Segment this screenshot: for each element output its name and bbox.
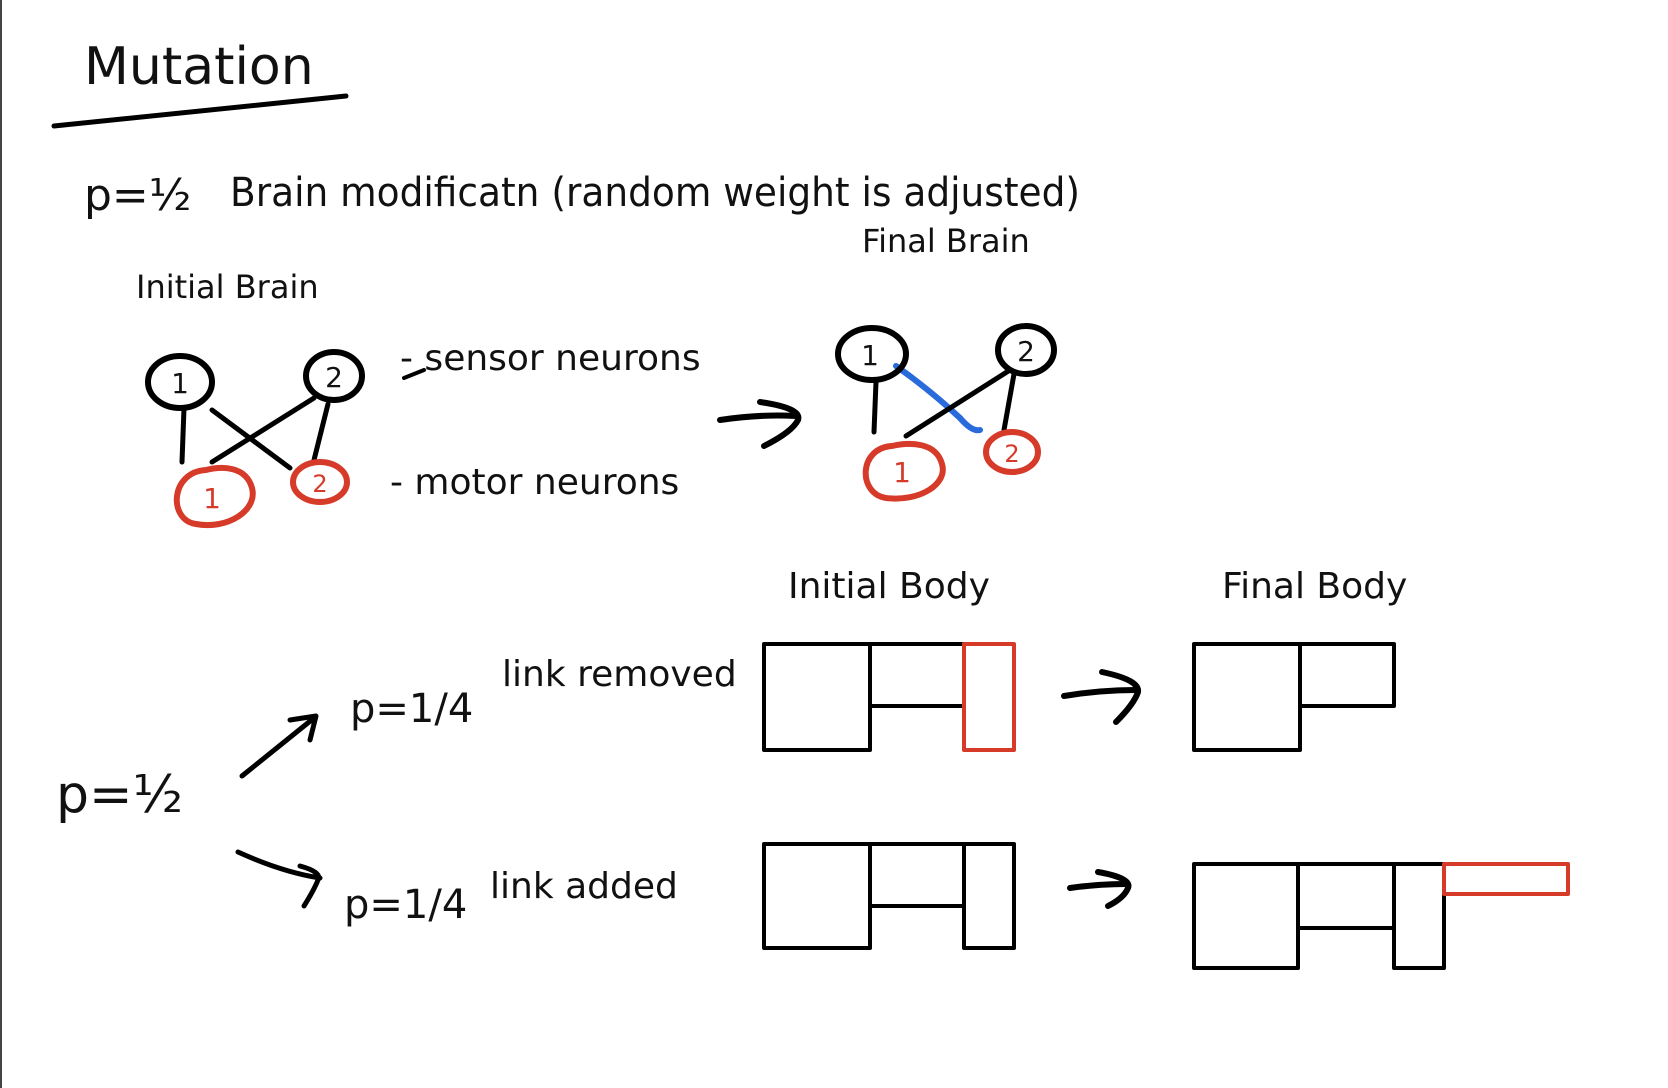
motor-neuron-2: 2 bbox=[290, 459, 350, 505]
final-body2-link-large bbox=[1192, 862, 1300, 970]
brain-transition-arrow bbox=[717, 399, 802, 449]
branch-added-probability: p=1/4 bbox=[344, 882, 467, 928]
body2-link-small bbox=[962, 842, 1016, 950]
body-link-large bbox=[762, 642, 872, 752]
final-sensor-neuron-1: 1 bbox=[835, 325, 909, 383]
final-synapse-s2-m1 bbox=[903, 367, 1013, 439]
final-brain-network: 1 2 1 2 bbox=[835, 323, 1057, 502]
final-body2-link-middle bbox=[1296, 862, 1396, 930]
branch-arrow-down bbox=[235, 849, 323, 909]
final-body-link-large bbox=[1192, 642, 1302, 752]
svg-text:2: 2 bbox=[325, 361, 343, 394]
initial-brain-label: Initial Brain bbox=[136, 268, 319, 306]
added-link bbox=[1442, 862, 1570, 896]
final-synapse-s1-m1 bbox=[871, 379, 879, 435]
final-body-label: Final Body bbox=[1222, 566, 1407, 607]
final-body-link-middle bbox=[1298, 642, 1396, 708]
synapse-s1-m1 bbox=[179, 405, 187, 465]
mutated-synapse-icon bbox=[893, 363, 983, 434]
svg-text:2: 2 bbox=[1017, 335, 1035, 368]
final-motor-neuron-2: 2 bbox=[983, 429, 1041, 475]
svg-text:1: 1 bbox=[893, 456, 911, 489]
body-link-middle bbox=[868, 642, 966, 708]
initial-body-added bbox=[762, 842, 1016, 950]
brain-modification-label: Brain modificatn (random weight is adjus… bbox=[230, 170, 1080, 216]
initial-body-removed bbox=[762, 642, 1016, 752]
branch-added-label: link added bbox=[490, 866, 678, 907]
svg-text:1: 1 bbox=[861, 339, 879, 372]
final-synapse-s2-m2 bbox=[1001, 371, 1017, 433]
svg-text:1: 1 bbox=[203, 482, 221, 515]
synapse-s2-m2 bbox=[311, 401, 331, 463]
initial-brain-network: 1 2 1 2 bbox=[145, 349, 365, 529]
final-sensor-neuron-2: 2 bbox=[995, 323, 1057, 377]
body2-link-middle bbox=[868, 842, 966, 908]
svg-text:2: 2 bbox=[312, 470, 327, 498]
final-brain-label: Final Brain bbox=[862, 222, 1030, 260]
final-body-added bbox=[1192, 862, 1570, 970]
final-body2-link-small bbox=[1392, 862, 1446, 970]
removed-link bbox=[962, 642, 1016, 752]
body-removed-arrow bbox=[1061, 669, 1142, 725]
motor-neurons-legend: - motor neurons bbox=[390, 462, 679, 503]
sensor-neurons-legend: - sensor neurons bbox=[400, 338, 701, 379]
branch-arrow-up bbox=[239, 713, 319, 779]
title-underline bbox=[51, 93, 349, 129]
branch-removed-probability: p=1/4 bbox=[350, 686, 473, 732]
sensor-neuron-2: 2 bbox=[303, 349, 365, 403]
final-body-removed bbox=[1192, 642, 1396, 752]
body2-link-large bbox=[762, 842, 872, 950]
title: Mutation bbox=[84, 37, 314, 97]
svg-text:1: 1 bbox=[171, 367, 189, 400]
brain-probability: p=½ bbox=[84, 170, 191, 221]
branch-removed-label: link removed bbox=[502, 654, 737, 695]
initial-body-label: Initial Body bbox=[788, 566, 990, 607]
body-probability: p=½ bbox=[56, 765, 183, 825]
body-added-arrow bbox=[1067, 869, 1132, 909]
motor-neuron-1: 1 bbox=[173, 465, 256, 529]
sensor-legend-dash bbox=[402, 368, 426, 380]
sensor-neuron-1: 1 bbox=[145, 353, 215, 411]
synapse-s2-m1 bbox=[209, 395, 317, 465]
final-motor-neuron-1: 1 bbox=[862, 441, 946, 502]
svg-text:2: 2 bbox=[1004, 440, 1019, 468]
